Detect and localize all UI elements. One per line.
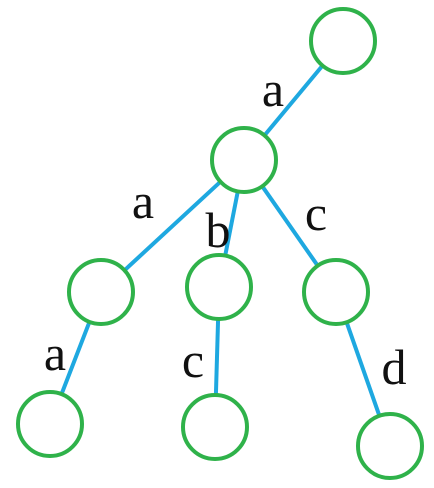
edge-label-n-a-n-ac: c	[305, 185, 327, 241]
edge-n-a-n-aa	[123, 180, 222, 272]
trie-node-n-aaa	[16, 390, 84, 458]
trie-node-n-ab	[185, 253, 253, 321]
edge-label-n-a-n-aa: a	[132, 173, 154, 229]
nodes-layer	[16, 7, 424, 480]
edge-n-a-n-ab	[223, 191, 240, 256]
trie-node-n-a	[210, 126, 278, 194]
edge-label-n-aa-n-aaa: a	[44, 325, 66, 381]
edge-n-a-n-ac	[260, 185, 320, 267]
edge-n-ab-n-abc	[213, 318, 221, 396]
trie-node-n-abc	[181, 393, 249, 461]
trie-node-n-acd	[356, 412, 424, 480]
trie-node-n-aa	[67, 258, 135, 326]
edge-label-n-ab-n-abc: c	[182, 332, 204, 388]
edge-n-ac-n-acd	[344, 321, 382, 417]
edge-root-n-a	[262, 64, 325, 137]
edges-layer	[59, 64, 382, 417]
edge-label-n-a-n-ab: b	[206, 202, 231, 258]
trie-node-root	[309, 7, 377, 75]
trie-node-n-ac	[302, 258, 370, 326]
edge-label-root-n-a: a	[262, 61, 284, 117]
edge-n-aa-n-aaa	[59, 321, 92, 395]
edge-label-n-ac-n-acd: d	[382, 339, 407, 395]
